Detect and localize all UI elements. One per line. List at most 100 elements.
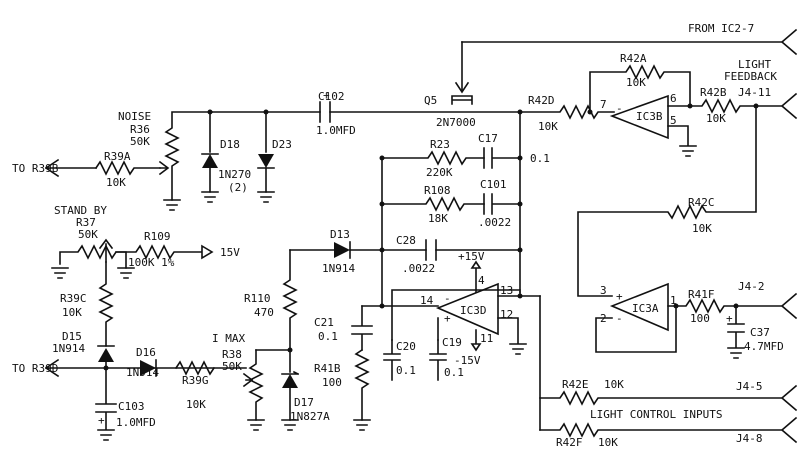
ic3b-opamp (609, 94, 669, 140)
ic3d-plus: + (444, 312, 451, 325)
ic3a-minus: - (616, 312, 623, 325)
r39a-resistor (94, 160, 161, 176)
c17-capacitor (483, 147, 521, 169)
label-j4-11: J4-11 (738, 86, 771, 99)
r38-pot (248, 349, 264, 421)
c20-ref: C20 (396, 340, 416, 353)
r42f-ref: R42F (556, 436, 583, 449)
label-to-r39d: TO R39D (12, 362, 58, 375)
d16-value: 1N914 (126, 366, 159, 379)
ic3a-pin-plus: 3 (600, 284, 607, 297)
ic3b-pin-ref: 5 (670, 114, 677, 127)
ic3b-ref: IC3B (636, 110, 663, 123)
q5-value: 2N7000 (436, 116, 476, 129)
r41f-ref: R41F (688, 288, 715, 301)
c28-capacitor (425, 239, 437, 261)
ic3b-pin-in: 7 (600, 98, 607, 111)
c20-value: 0.1 (396, 364, 416, 377)
r42d-value: 10K (538, 120, 558, 133)
r39g-value: 10K (186, 398, 206, 411)
label-light: LIGHT (738, 58, 771, 71)
r41b-ref: R41B (314, 362, 341, 375)
r41b-resistor (354, 348, 370, 421)
ic3a-pin-out: 1 (670, 294, 677, 307)
ic3a-feedback (595, 305, 677, 353)
r39c-resistor (98, 261, 114, 347)
r37-value: 50K (78, 228, 98, 241)
c102-ref: C102 (318, 90, 345, 103)
ic3d-opamp (435, 282, 499, 336)
r42c-value: 10K (692, 222, 712, 235)
r42d-resistor (519, 104, 615, 120)
d18-note: (2) (228, 181, 248, 194)
d17-ref: D17 (294, 396, 314, 409)
r42a-ref: R42A (620, 52, 647, 65)
ic3b-ref-ground (667, 125, 697, 157)
label-stand-by: STAND BY (54, 204, 107, 217)
ic3d-pin-vn: 11 (480, 332, 493, 345)
r108-resistor (381, 196, 485, 212)
d18-ref: D18 (220, 138, 240, 151)
r36-pot (164, 111, 213, 201)
label-j4-2: J4-2 (738, 280, 765, 293)
r42b-resistor (667, 92, 798, 120)
d16-diode (140, 360, 156, 376)
r42a-feedback (589, 64, 691, 113)
c17-value: 0.1 (530, 152, 550, 165)
ic3d-ref: IC3D (460, 304, 487, 317)
c21-capacitor (351, 305, 373, 351)
label-j4-5: J4-5 (736, 380, 763, 393)
r36-ref: R36 (130, 123, 150, 136)
c28-value: .0022 (402, 262, 435, 275)
q5-ref: Q5 (424, 94, 437, 107)
ground-r36 (163, 199, 181, 211)
r109-resistor (115, 244, 214, 260)
ground-d23 (257, 191, 275, 203)
label-noise: NOISE (118, 110, 151, 123)
d17-value: 1N827A (290, 410, 330, 423)
d16-ref: D16 (136, 346, 156, 359)
r36-wiper (158, 160, 170, 176)
c102-plates (319, 101, 331, 123)
r42b-ref: R42B (700, 86, 727, 99)
r41f-value: 100 (690, 312, 710, 325)
ic3d-ref-ground (497, 317, 527, 355)
ic3d-pin-ref: 12 (500, 308, 513, 321)
d23-diode (258, 154, 274, 168)
r38-ref: R38 (222, 348, 242, 361)
c21-value: 0.1 (318, 330, 338, 343)
c20-capacitor (383, 339, 401, 381)
r42e-ref: R42E (562, 378, 589, 391)
ic3b-minus: - (616, 102, 623, 115)
label-i-max: I MAX (212, 332, 245, 345)
d15-diode (98, 348, 114, 362)
d18-value: 1N270 (218, 168, 251, 181)
r42f-line (539, 416, 798, 444)
ic3a-ref: IC3A (632, 302, 659, 315)
c21-ref: C21 (314, 316, 334, 329)
r109-value: 100K 1% (128, 256, 175, 269)
r42c-ref: R42C (688, 196, 715, 209)
c19-value: 0.1 (444, 366, 464, 379)
ic3d-pin-vp: 4 (478, 274, 485, 287)
c103-ref: C103 (118, 400, 145, 413)
r42c-line (577, 105, 757, 297)
ic3b-pin-out: 6 (670, 92, 677, 105)
to-r39b-arrow (44, 158, 97, 178)
r37-pot (59, 244, 127, 269)
ground-d18 (201, 191, 219, 203)
c37-capacitor (727, 305, 745, 359)
d17-diode (282, 374, 298, 388)
r39c-ref: R39C (60, 292, 87, 305)
c101-value: .0022 (478, 216, 511, 229)
label-j4-8: J4-8 (736, 432, 763, 445)
r110-value: 470 (254, 306, 274, 319)
r23-resistor (381, 150, 485, 166)
r42e-line (539, 384, 798, 412)
r42a-value: 10K (626, 76, 646, 89)
r37-ref: R37 (76, 216, 96, 229)
r42e-value: 10K (604, 378, 624, 391)
d15-value: 1N914 (52, 342, 85, 355)
c19-ref: C19 (442, 336, 462, 349)
